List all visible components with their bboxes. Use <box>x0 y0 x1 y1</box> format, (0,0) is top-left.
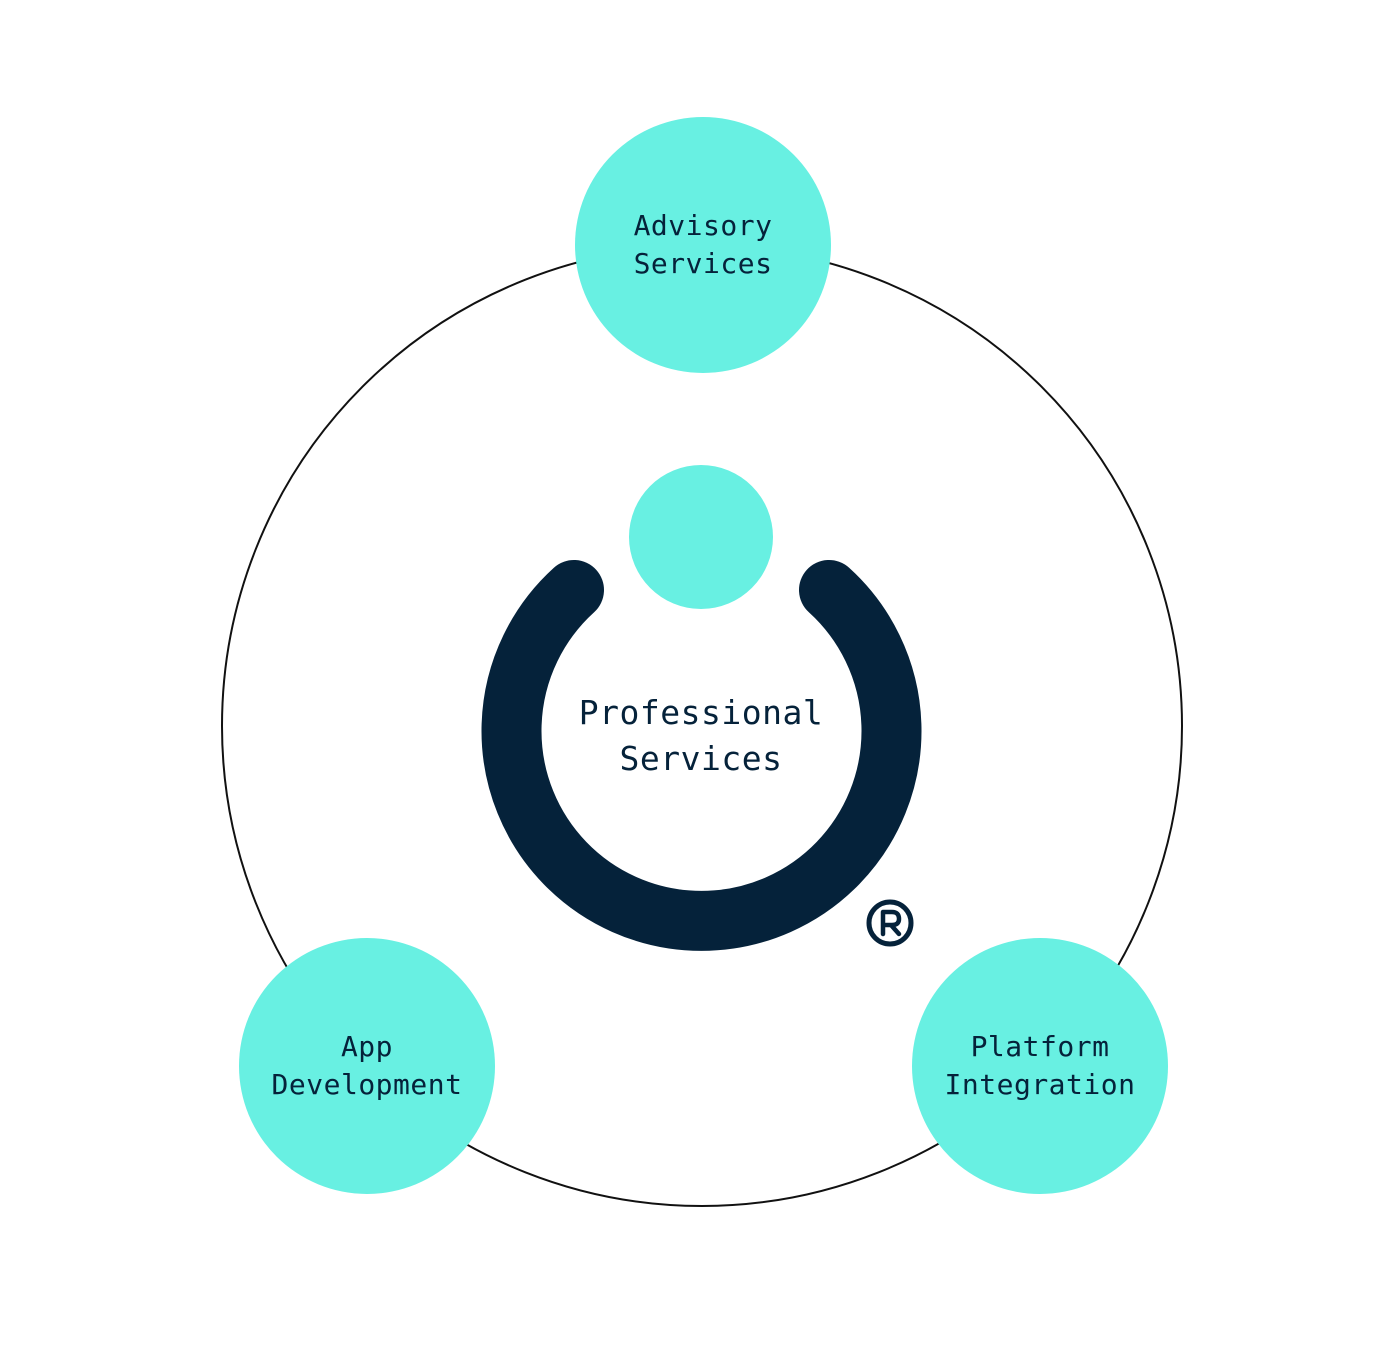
node-app-line2: Development <box>271 1068 463 1101</box>
center-label-line2: Services <box>619 739 783 778</box>
node-advisory-label: Advisory Services <box>583 205 823 285</box>
node-advisory-line1: Advisory <box>633 209 773 242</box>
power-ring-dot <box>629 465 773 609</box>
node-advisory-line2: Services <box>633 247 773 280</box>
power-ring-icon <box>481 465 922 951</box>
center-label-line1: Professional <box>578 693 824 732</box>
center-label: Professional Services <box>551 688 851 784</box>
node-app-label: App Development <box>247 1026 487 1106</box>
node-platform-circle <box>912 938 1168 1194</box>
node-platform-line1: Platform <box>970 1030 1110 1063</box>
node-app-circle <box>239 938 495 1194</box>
node-platform-line2: Integration <box>944 1068 1136 1101</box>
power-ring-arc <box>481 560 922 951</box>
node-advisory-circle <box>575 117 831 373</box>
node-app-line1: App <box>340 1030 394 1063</box>
registered-trademark-icon <box>866 899 914 947</box>
node-platform-label: Platform Integration <box>920 1026 1160 1106</box>
